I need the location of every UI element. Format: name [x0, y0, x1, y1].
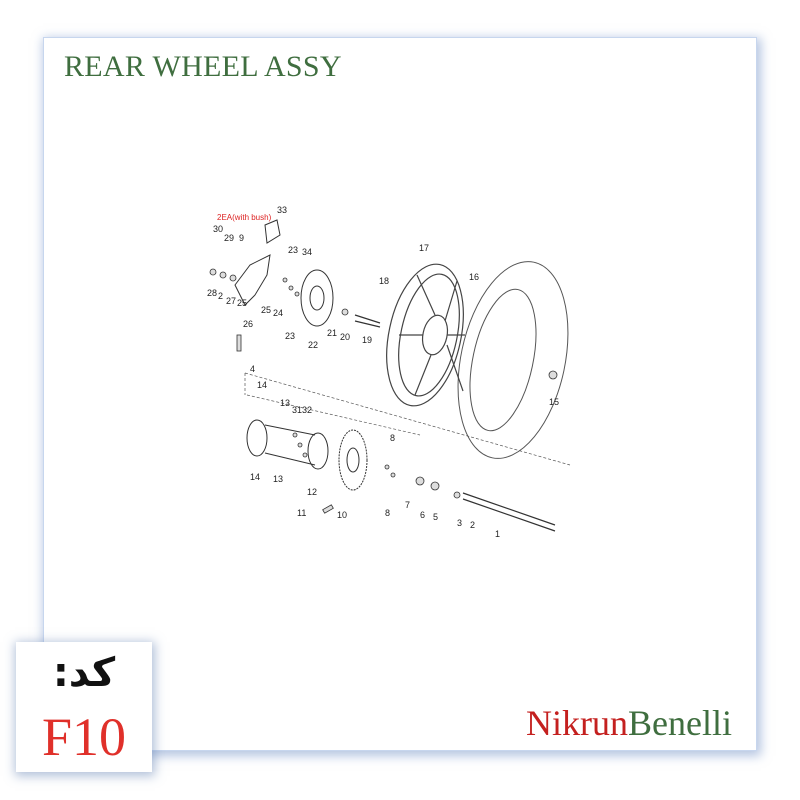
part-number: 34 [302, 247, 312, 257]
part-number: 3132 [292, 405, 312, 415]
part-number: 27 [226, 296, 236, 306]
part-number: 8 [390, 433, 395, 443]
part-number: 18 [379, 276, 389, 286]
part-number: 21 [327, 328, 337, 338]
part-number: 20 [340, 332, 350, 342]
part-number: 23 [288, 245, 298, 255]
part-number: 4 [250, 364, 255, 374]
tire-drawing [457, 261, 569, 459]
part-number: 19 [362, 335, 372, 345]
brand-name-part1: Nikrun [526, 703, 629, 743]
part-number: 11 [297, 508, 306, 518]
part-number: 24 [273, 308, 283, 318]
part-number: 14 [257, 380, 267, 390]
part-number: 25 [237, 298, 247, 308]
part-number: 1 [495, 529, 500, 539]
part-number: 28 [207, 288, 217, 298]
part-number: 29 [224, 233, 234, 243]
rim-drawing [386, 263, 465, 407]
part-number: 15 [549, 397, 559, 407]
catalog-frame [44, 38, 756, 750]
part-number: 14 [250, 472, 260, 482]
part-number: 3 [457, 518, 462, 528]
page-title: REAR WHEEL ASSY [64, 50, 342, 83]
assembly-guide-line [244, 372, 571, 466]
part-number: 8 [385, 508, 390, 518]
small-parts-drawing [209, 268, 558, 514]
part-number: 23 [285, 331, 295, 341]
hub-drawing [246, 419, 329, 470]
brake-disc-drawing [300, 269, 334, 327]
part-number: 30 [213, 224, 223, 234]
part-code-box: کد: F10 [16, 642, 152, 772]
brand-name-part2: Benelli [628, 703, 732, 743]
part-number: 9 [239, 233, 244, 243]
part-number: 2 [470, 520, 475, 530]
caliper-bracket-drawing [234, 219, 281, 306]
part-number: 5 [433, 512, 438, 522]
part-number: 33 [277, 205, 287, 215]
sprocket-drawing [338, 429, 368, 491]
part-number: 17 [419, 243, 429, 253]
diagram-note: 2EA(with bush) [217, 213, 272, 222]
part-number: 12 [307, 487, 317, 497]
exploded-parts-diagram: 2EA(with bush) 33 30 29 9 23 34 17 18 16… [207, 205, 571, 539]
part-number: 13 [273, 474, 283, 484]
code-label: کد: [52, 650, 116, 696]
part-number: 7 [405, 500, 410, 510]
code-value: F10 [41, 707, 127, 767]
part-number: 26 [243, 319, 253, 329]
part-number: 13 [280, 398, 290, 408]
brand-logo-text: NikrunBenelli [526, 702, 732, 744]
part-number: 25 [261, 305, 271, 315]
part-number: 16 [469, 272, 479, 282]
part-number: 6 [420, 510, 425, 520]
part-number: 10 [337, 510, 347, 520]
axle-drawing [354, 314, 556, 532]
part-number: 2 [218, 291, 223, 301]
part-number: 22 [308, 340, 318, 350]
